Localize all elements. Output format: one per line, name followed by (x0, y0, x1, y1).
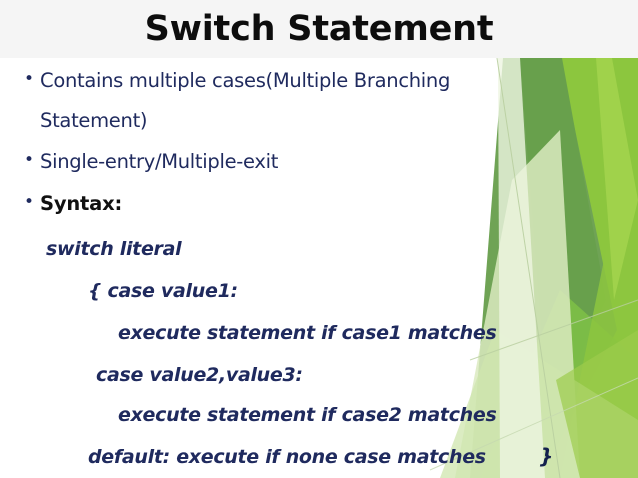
code-line-exec2: execute statement if case2 matches (118, 404, 497, 426)
code-line-switch: switch literal (46, 238, 182, 260)
slide-body: • Contains multiple cases(Multiple Branc… (0, 58, 638, 478)
list-item-label: Single-entry/Multiple-exit (40, 150, 279, 173)
bullet-point-icon: • (24, 69, 35, 89)
code-line-exec1: execute statement if case1 matches (118, 322, 497, 344)
bullet-spacer (24, 115, 40, 123)
bullet-point-icon: • (24, 150, 35, 170)
list-item-label: Statement) (40, 109, 148, 132)
code-closing-brace: } (539, 444, 554, 468)
code-line-default: default: execute if none case matches (88, 446, 486, 468)
list-item: • Single-entry/Multiple-exit (24, 147, 524, 177)
list-item-label: Contains multiple cases(Multiple Branchi… (40, 69, 451, 92)
list-item-label: Syntax: (40, 192, 123, 215)
page-title: Switch Statement (144, 9, 494, 49)
list-item-syntax: • Syntax: (24, 189, 524, 219)
code-line-case2: case value2,value3: (96, 364, 303, 386)
list-item-continuation: Statement) (24, 106, 524, 136)
bullet-point-icon: • (24, 192, 35, 212)
list-item: • Contains multiple cases(Multiple Branc… (24, 66, 524, 96)
code-line-case1: { case value1: (88, 280, 238, 302)
